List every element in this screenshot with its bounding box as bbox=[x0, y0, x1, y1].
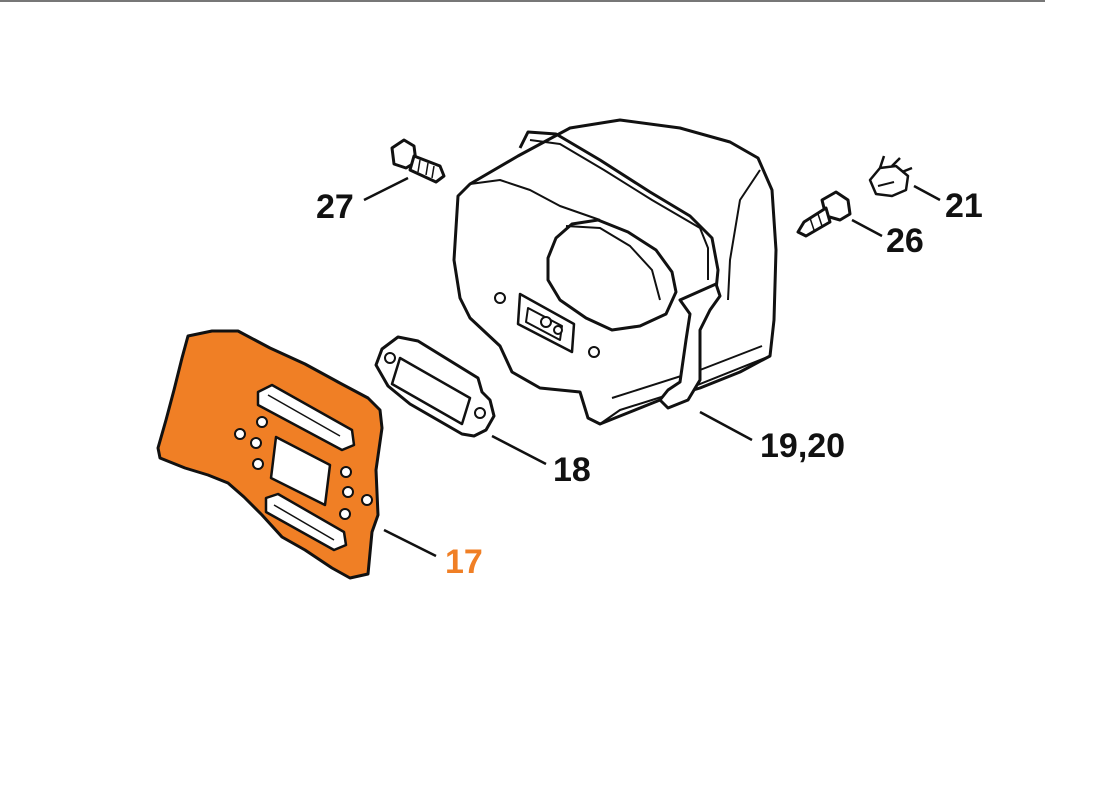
spark-arrest-clip-21[interactable] bbox=[868, 155, 913, 198]
part-number-21[interactable]: 21 bbox=[945, 187, 983, 225]
part-number-19-20[interactable]: 19,20 bbox=[760, 427, 846, 465]
muffler-19-20[interactable] bbox=[452, 118, 778, 426]
leader-18 bbox=[491, 434, 547, 466]
bolt-27[interactable] bbox=[390, 138, 446, 184]
part-number-27[interactable]: 27 bbox=[316, 188, 354, 226]
leader-26 bbox=[851, 218, 883, 238]
gasket-18[interactable] bbox=[374, 335, 496, 438]
leader-19-20 bbox=[699, 410, 753, 442]
leader-21 bbox=[913, 184, 941, 202]
screw-26[interactable] bbox=[796, 190, 852, 238]
leader-lines bbox=[363, 176, 941, 558]
leader-17 bbox=[383, 528, 437, 558]
cooling-plate-17[interactable] bbox=[156, 329, 384, 580]
part-number-26[interactable]: 26 bbox=[886, 222, 924, 260]
part-number-18[interactable]: 18 bbox=[553, 451, 591, 489]
leader-27 bbox=[363, 176, 409, 202]
part-number-17-highlighted[interactable]: 17 bbox=[445, 543, 483, 581]
